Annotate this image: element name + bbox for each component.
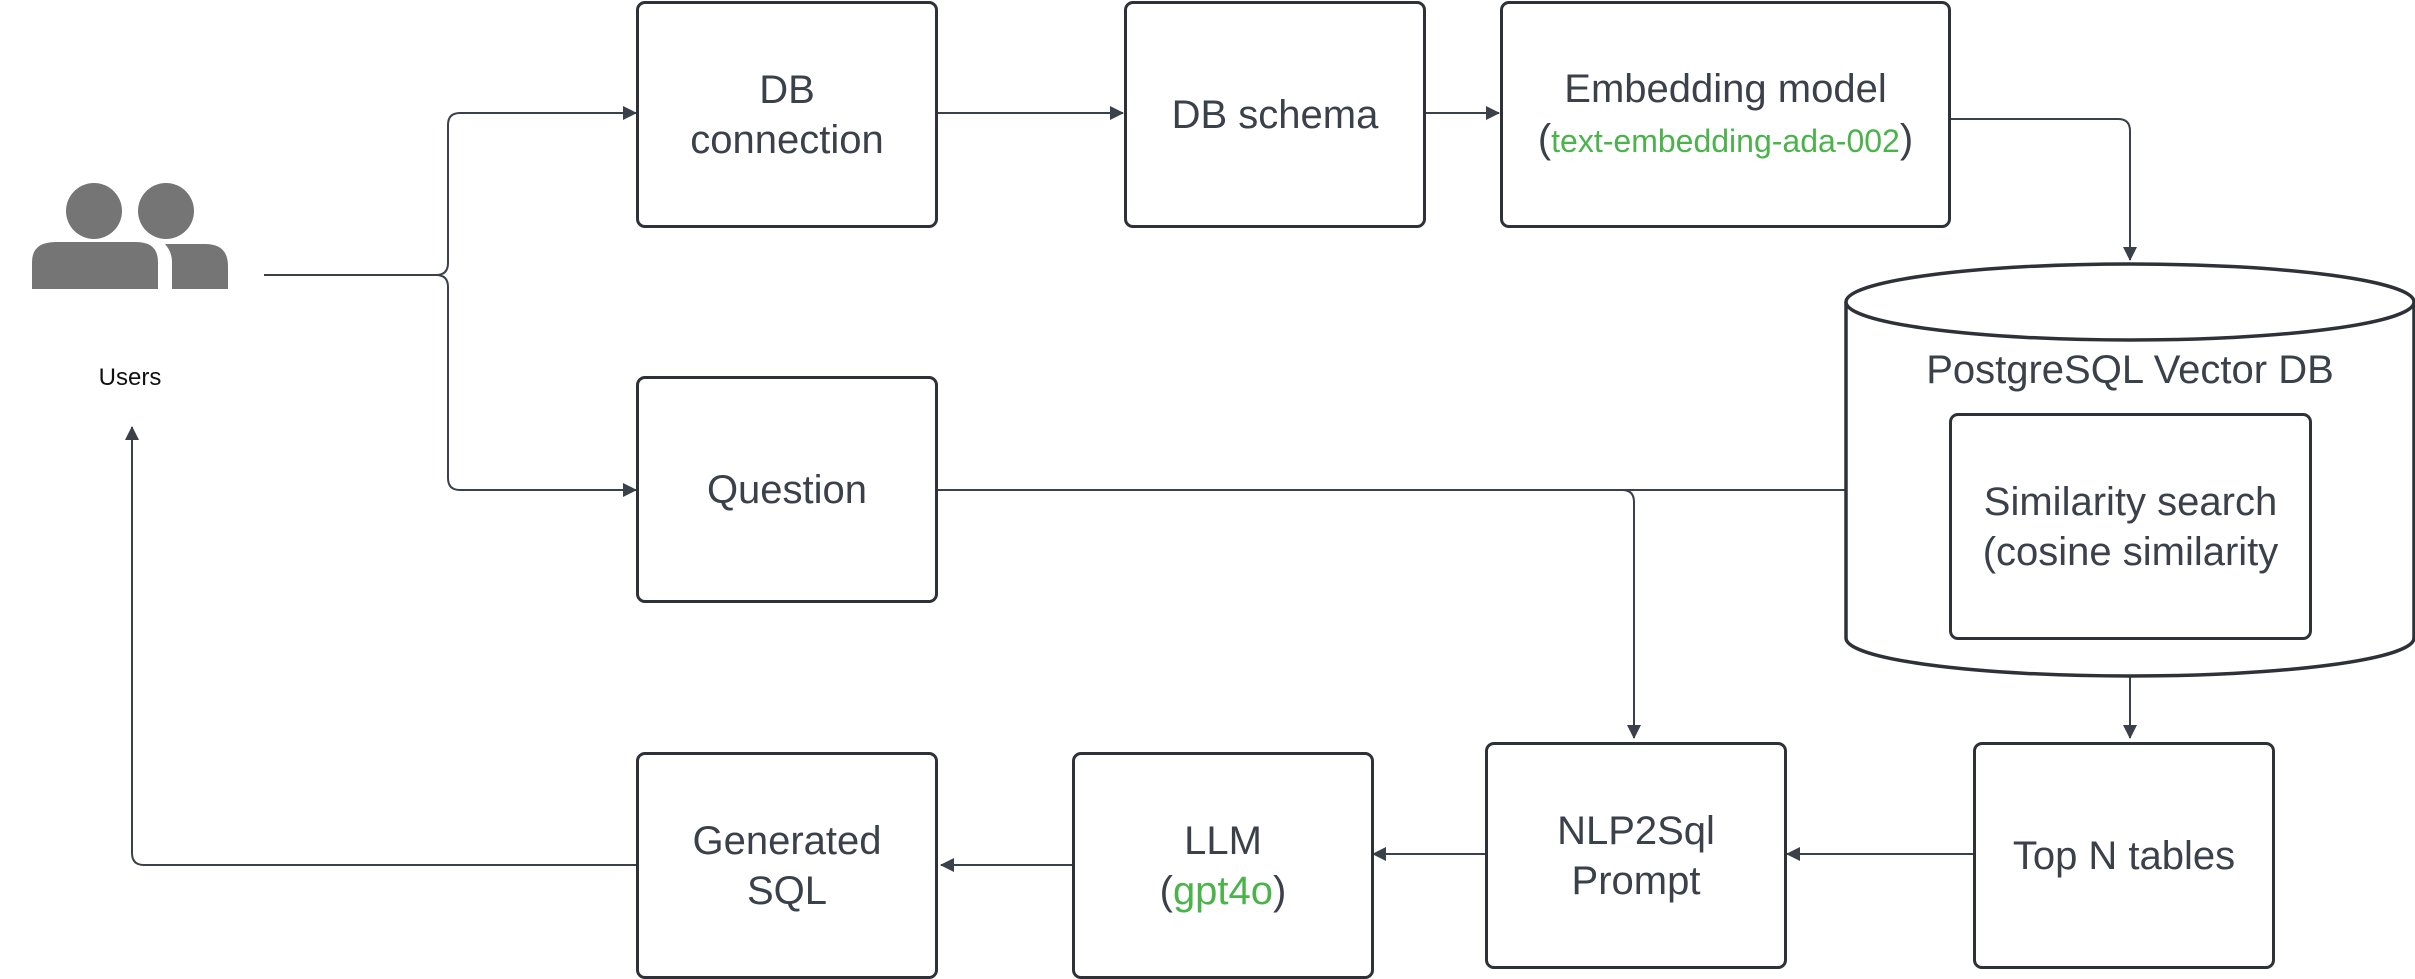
nlp2sql-prompt-box: NLP2Sql Prompt <box>1485 742 1787 969</box>
generated-sql-line1: Generated <box>692 818 882 863</box>
nlp2sql-line1: NLP2Sql <box>1557 808 1715 853</box>
db-schema-label: DB schema <box>1171 92 1379 137</box>
embedding-model-box: Embedding model (text-embedding-ada-002) <box>1500 1 1951 228</box>
db-connection-box: DB connection <box>636 1 938 228</box>
top-n-tables-label: Top N tables <box>2012 833 2236 878</box>
embedding-model-name-line: (text-embedding-ada-002) <box>1538 114 1913 166</box>
db-connection-line1: DB <box>759 67 815 112</box>
top-n-tables-box: Top N tables <box>1973 742 2275 969</box>
db-connection-line2: connection <box>690 117 884 162</box>
db-schema-box: DB schema <box>1124 1 1426 228</box>
edge-users-branch <box>264 106 637 276</box>
llm-close-paren: ) <box>1273 868 1287 913</box>
generated-sql-box: Generated SQL <box>636 752 938 979</box>
edge-sql-to-users <box>125 426 636 866</box>
embedding-open-paren: ( <box>1537 116 1552 161</box>
edge-embedding-to-vectordb <box>1950 118 2137 261</box>
nlp2sql-line2: Prompt <box>1571 858 1701 903</box>
similarity-search-box: Similarity search (cosine similarity <box>1949 413 2312 640</box>
llm-model-line: (gpt4o) <box>1160 866 1287 916</box>
llm-open-paren: ( <box>1159 868 1173 913</box>
similarity-search-line2: (cosine similarity <box>1982 529 2279 574</box>
vector-db-title: PostgreSQL Vector DB <box>1926 348 2334 392</box>
embedding-model-name: text-embedding-ada-002 <box>1551 122 1900 159</box>
edge-question-to-prompt <box>1621 489 1641 739</box>
llm-label: LLM <box>1184 818 1262 863</box>
question-label: Question <box>706 467 868 512</box>
llm-box: LLM (gpt4o) <box>1072 752 1374 979</box>
generated-sql-line2: SQL <box>746 868 828 913</box>
users-label: Users <box>98 364 162 391</box>
similarity-search-line1: Similarity search <box>1983 479 2278 524</box>
llm-model-name: gpt4o <box>1172 868 1274 913</box>
question-box: Question <box>636 376 938 603</box>
users-icon <box>32 183 228 289</box>
embedding-model-label: Embedding model <box>1564 66 1887 111</box>
edge-users-to-question <box>435 274 637 497</box>
embedding-close-paren: ) <box>1899 116 1914 161</box>
